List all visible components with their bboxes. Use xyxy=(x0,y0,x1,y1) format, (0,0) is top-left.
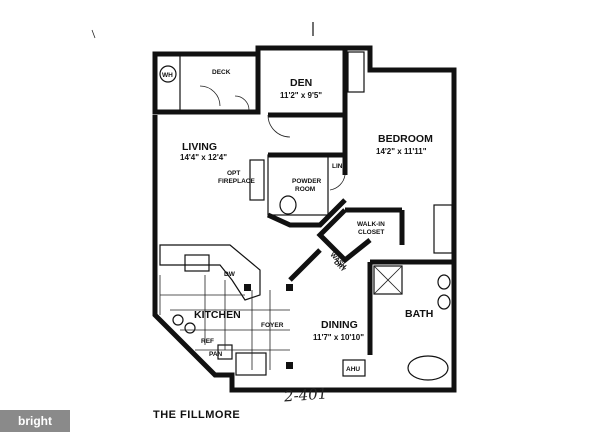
foyer-closet xyxy=(235,352,267,376)
den-door-swing xyxy=(267,114,291,138)
tile-grid xyxy=(159,275,290,370)
sink-2 xyxy=(437,294,451,310)
living-dims: 14'4" x 12'4" xyxy=(180,153,227,162)
dining-dims: 11'7" x 10'10" xyxy=(313,333,364,342)
handwritten-unit-number: 2-401 xyxy=(283,384,328,406)
closet-angle xyxy=(316,208,372,264)
column-3 xyxy=(286,362,293,369)
sink-1 xyxy=(437,274,451,290)
den-window xyxy=(347,51,365,93)
water-heater xyxy=(159,65,177,83)
closet-label: CLOSET xyxy=(358,229,384,236)
foyer-angle-wall xyxy=(288,248,322,282)
column-1 xyxy=(244,284,251,291)
shower xyxy=(373,265,403,295)
deck-block xyxy=(152,51,261,115)
corner-mark xyxy=(91,29,96,39)
foyer-label: FOYER xyxy=(261,322,284,329)
bedroom-name: BEDROOM xyxy=(378,133,433,145)
shower-x2 xyxy=(373,265,403,295)
watermark-logo: bright xyxy=(0,410,70,432)
wh-label: WH xyxy=(162,72,173,79)
kitchen-name: KITCHEN xyxy=(194,309,241,321)
powder-angle-wall xyxy=(266,198,347,228)
stove-2 xyxy=(184,322,196,334)
fireplace-label: FIREPLACE xyxy=(218,178,256,185)
bedroom-window xyxy=(433,204,453,254)
deck-door-swing-2 xyxy=(234,95,250,111)
powder-room-label: ROOM xyxy=(295,186,315,193)
column-2 xyxy=(286,284,293,291)
stove-1 xyxy=(172,314,184,326)
kitchen-counter xyxy=(159,244,261,301)
ref-label: REF xyxy=(201,338,214,345)
living-name: LIVING xyxy=(182,141,217,153)
dw-label: DW xyxy=(224,271,236,278)
bathtub xyxy=(407,355,449,381)
kitchen-sink xyxy=(184,254,210,272)
lin-door xyxy=(329,174,346,191)
ahu-label: AHU xyxy=(346,366,360,373)
opt-label: OPT xyxy=(227,170,240,177)
fireplace xyxy=(249,159,265,201)
dining-name: DINING xyxy=(321,319,358,331)
outer-wall xyxy=(152,45,457,393)
deck-label: DECK xyxy=(212,69,231,76)
pan-label: PAN xyxy=(209,351,223,358)
bath-name: BATH xyxy=(405,308,433,320)
den-dims: 11'2" x 9'5" xyxy=(280,91,322,100)
powder-label: POWDER xyxy=(292,178,322,185)
toilet xyxy=(279,195,297,215)
walkin-label: WALK-IN xyxy=(357,221,385,228)
bedroom-dims: 14'2" x 11'11" xyxy=(376,147,427,156)
lin-label: LIN xyxy=(332,163,343,170)
deck-door-swing xyxy=(199,85,221,107)
plan-title: THE FILLMORE xyxy=(153,409,241,421)
ahu-box xyxy=(342,359,366,377)
den-name: DEN xyxy=(290,77,312,89)
powder-room xyxy=(267,154,329,216)
